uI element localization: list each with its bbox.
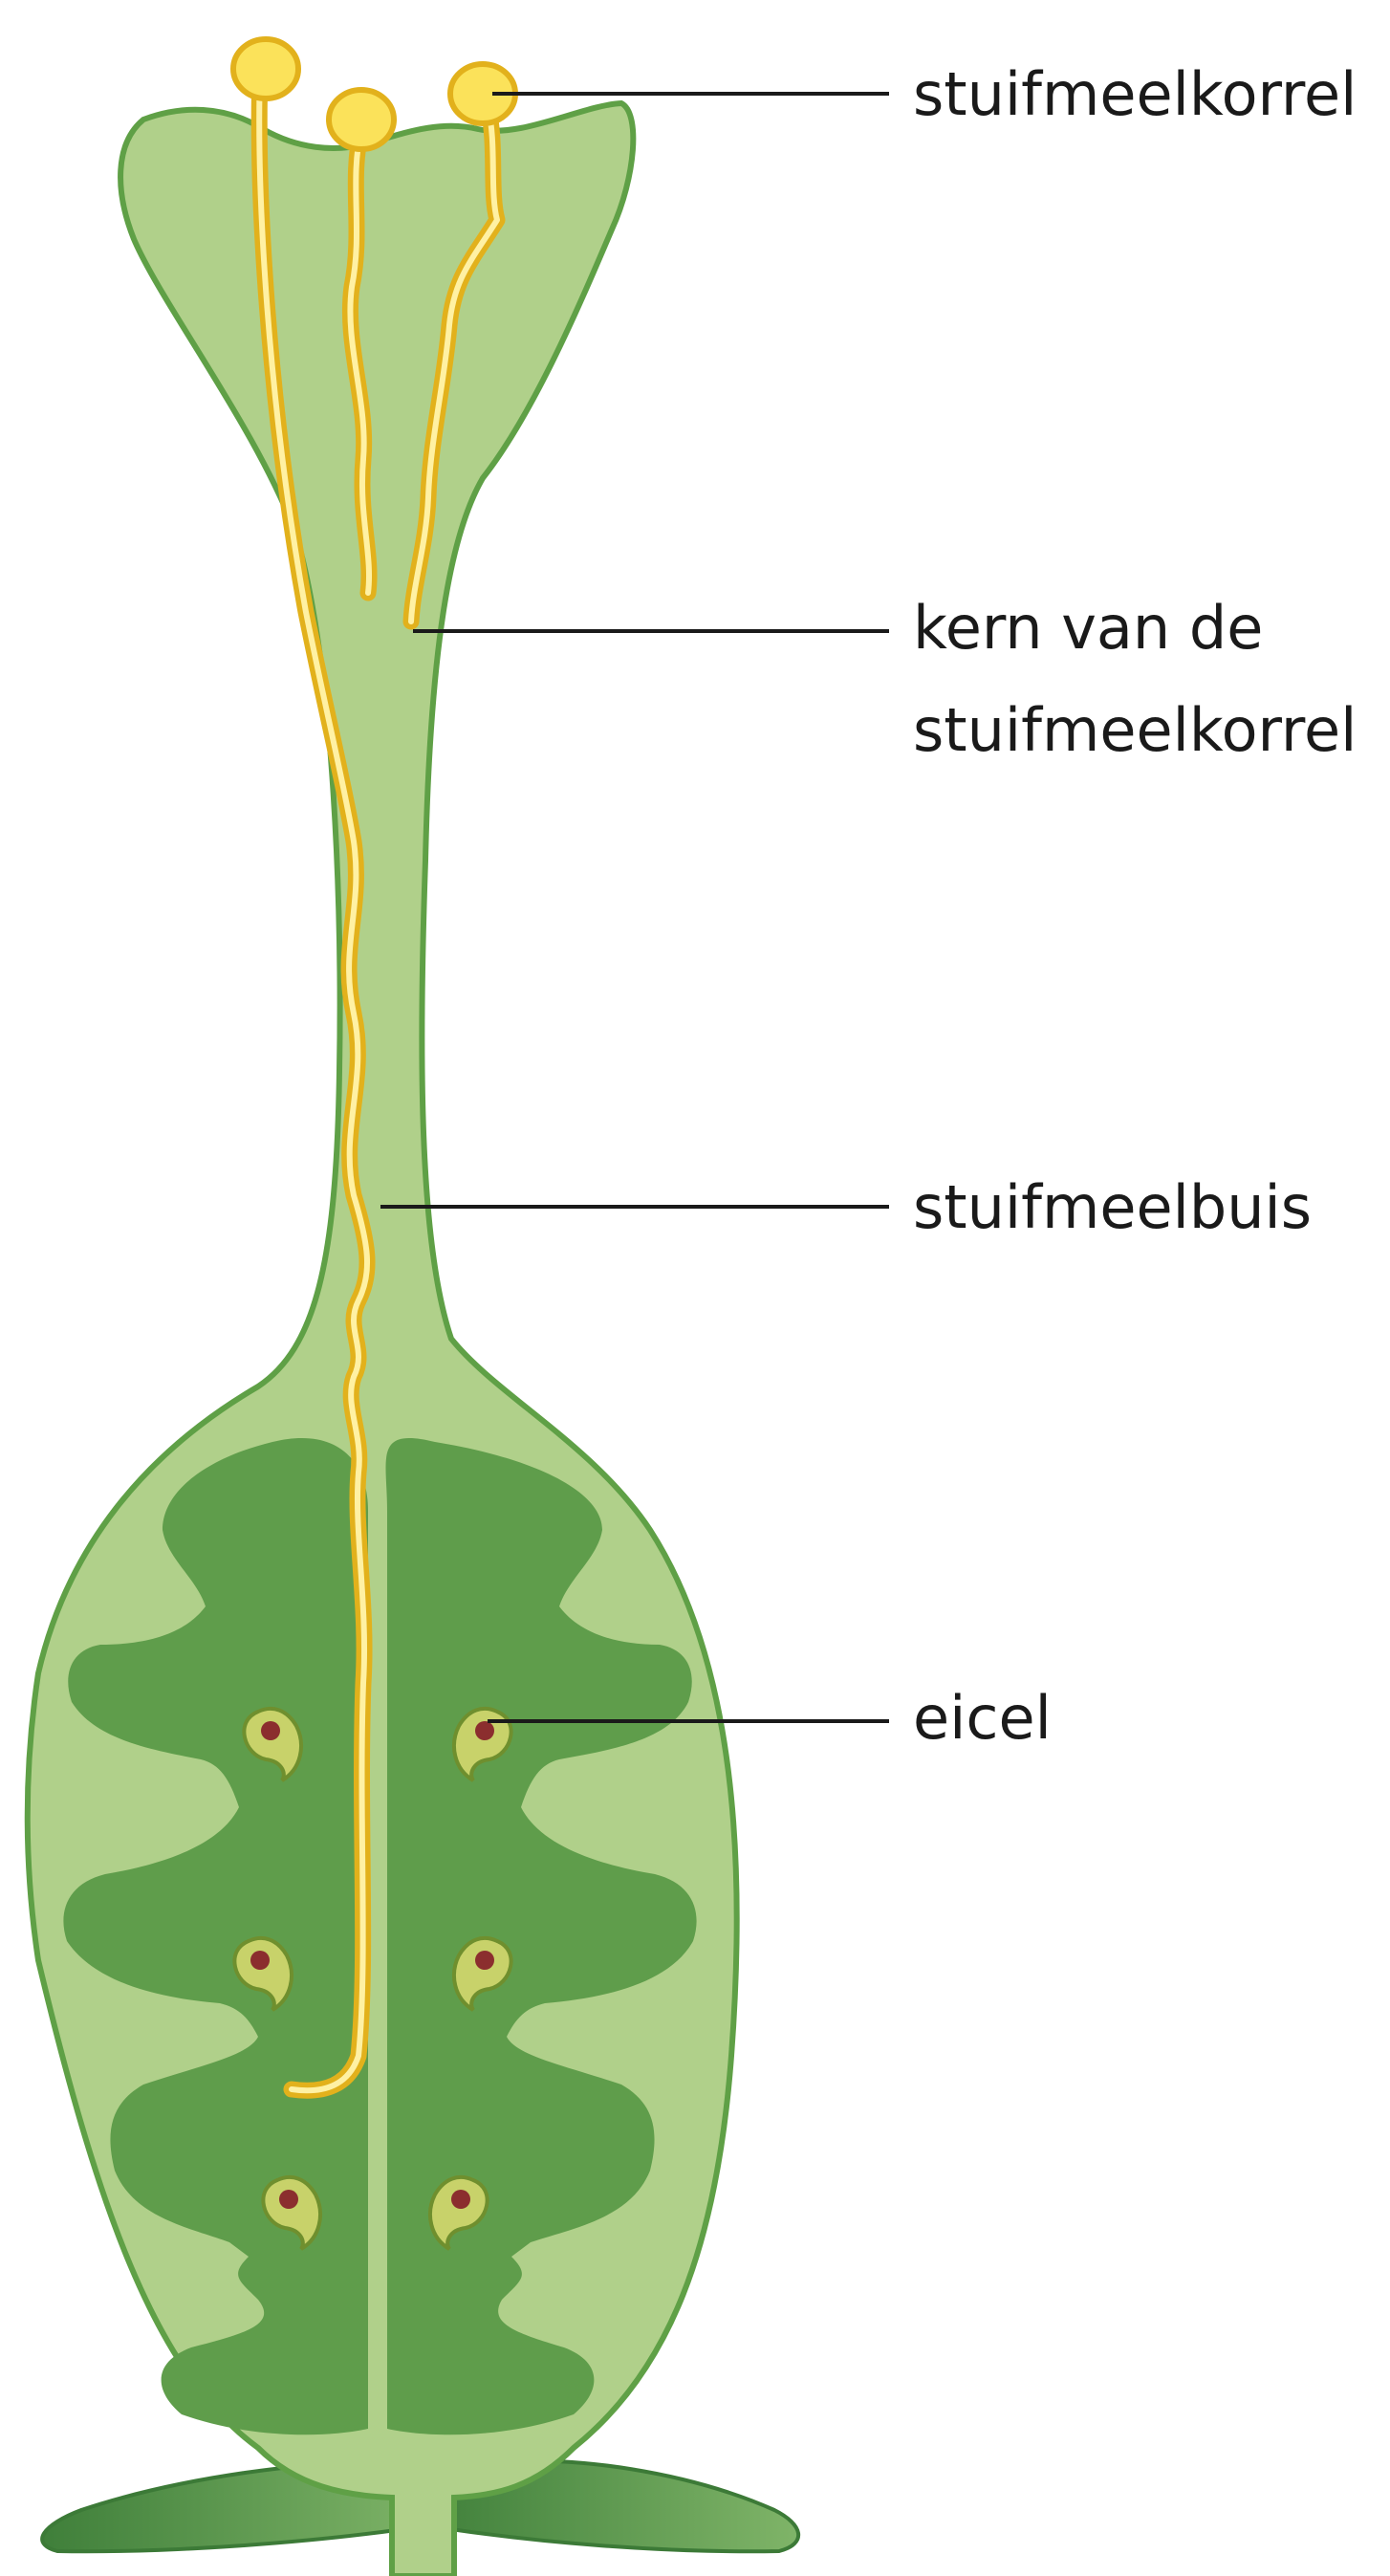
label-pollen-nucleus-line2: stuifmeelkorrel (913, 695, 1357, 765)
egg-cell-nucleus (279, 2190, 298, 2209)
pollen-grain (233, 39, 298, 98)
pistil-body (28, 103, 737, 2576)
pollen-grain (329, 90, 394, 149)
egg-cell-nucleus (261, 1721, 280, 1740)
egg-cell-nucleus (250, 1951, 270, 1970)
label-pollen-grain: stuifmeelkorrel (913, 59, 1357, 129)
egg-cell-nucleus (451, 2190, 470, 2209)
label-pollen-nucleus-line1: kern van de (913, 593, 1263, 663)
egg-cell-nucleus (475, 1951, 494, 1970)
label-pollen-tube: stuifmeelbuis (913, 1172, 1312, 1242)
labels: stuifmeelkorrel kern van de stuifmeelkor… (913, 59, 1357, 1753)
egg-cell-nucleus (475, 1721, 494, 1740)
label-egg-cell: eicel (913, 1683, 1052, 1753)
